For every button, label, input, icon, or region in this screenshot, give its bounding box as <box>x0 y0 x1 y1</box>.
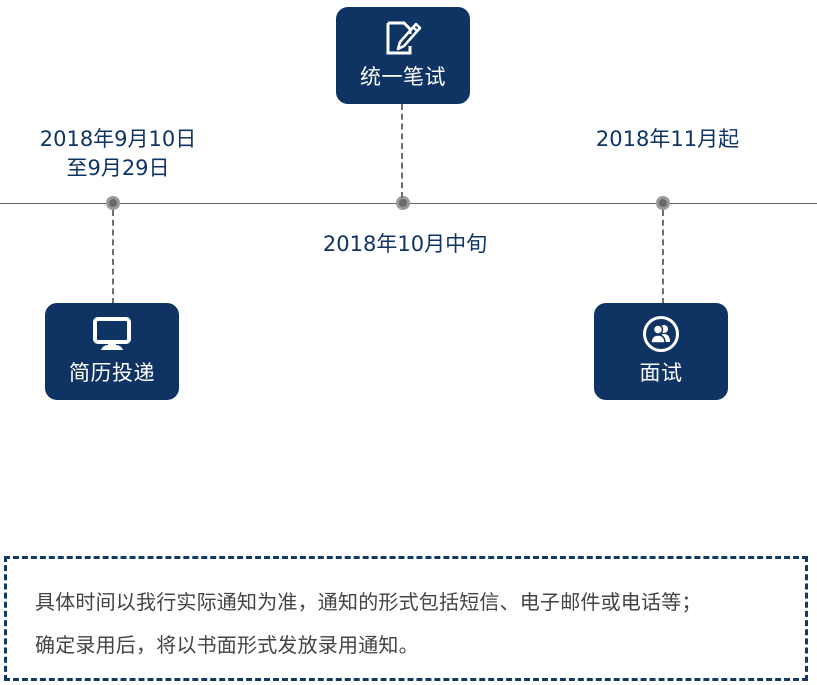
stage-card-exam: 统一笔试 <box>336 7 470 104</box>
notice-line-2: 确定录用后，将以书面形式发放录用通知。 <box>35 633 419 657</box>
stage-card-resume: 简历投递 <box>45 303 179 400</box>
stage-title-interview: 面试 <box>639 361 683 385</box>
notice-box: 具体时间以我行实际通知为准，通知的形式包括短信、电子邮件或电话等； 确定录用后，… <box>4 556 808 681</box>
date-resume: 2018年9月10日 至9月29日 <box>18 125 218 183</box>
users-icon <box>641 315 681 353</box>
date-interview-line-1: 2018年11月起 <box>595 127 740 151</box>
date-resume-line-1: 2018年9月10日 <box>39 127 197 151</box>
stage-title-exam: 统一笔试 <box>360 65 446 89</box>
connector-resume <box>112 210 114 304</box>
date-exam-line-1: 2018年10月中旬 <box>322 232 488 256</box>
timeline-node-exam <box>396 196 410 210</box>
timeline-node-resume <box>106 196 120 210</box>
stage-title-resume: 简历投递 <box>69 361 155 385</box>
date-resume-line-2: 至9月29日 <box>66 156 170 180</box>
timeline-node-interview <box>656 196 670 210</box>
date-interview: 2018年11月起 <box>570 125 765 154</box>
date-exam: 2018年10月中旬 <box>300 230 510 259</box>
connector-exam <box>401 104 403 198</box>
monitor-icon <box>92 315 132 353</box>
stage-card-interview: 面试 <box>594 303 728 400</box>
connector-interview <box>662 210 664 304</box>
edit-document-icon <box>383 19 423 57</box>
notice-line-1: 具体时间以我行实际通知为准，通知的形式包括短信、电子邮件或电话等； <box>35 590 702 614</box>
